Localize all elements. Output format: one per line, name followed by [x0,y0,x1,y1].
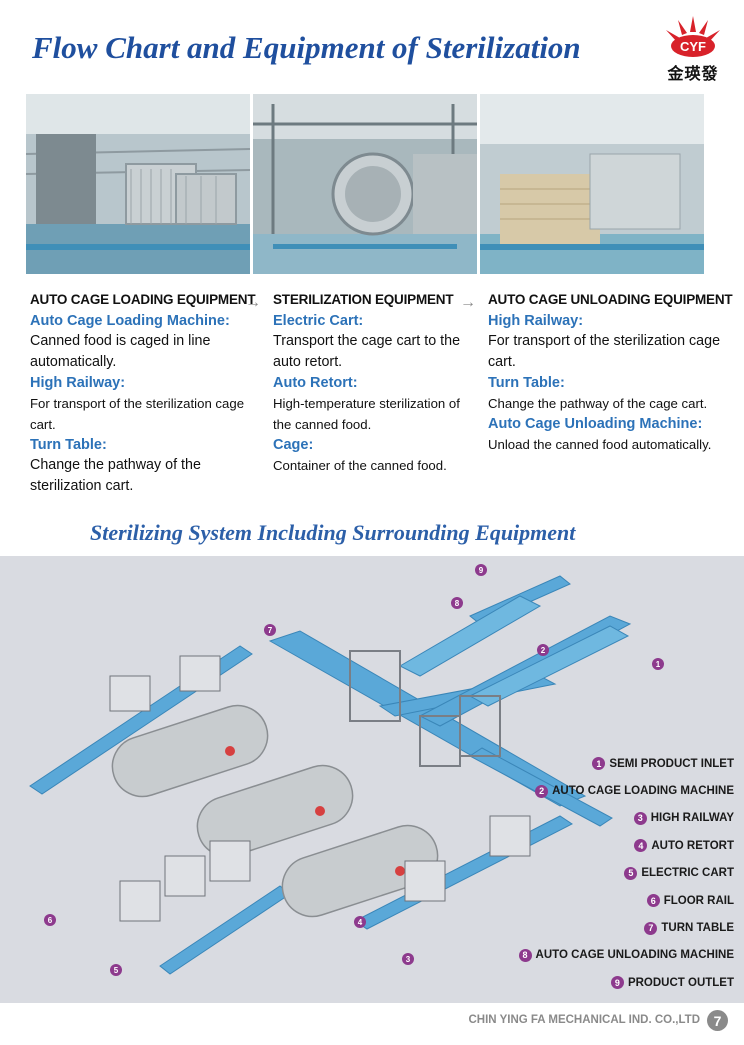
footer-company: CHIN YING FA MECHANICAL IND. CO.,LTD [468,1014,701,1026]
arrow-right-icon: → [460,294,476,311]
legend-number: 6 [646,894,660,908]
marker-6: 6 [44,914,56,926]
legend-label: ELECTRIC CART [641,867,734,880]
marker-3: 3 [402,953,414,965]
item-name: High Railway: [488,313,584,329]
item-name: Turn Table: [30,437,107,453]
item-desc: Change the pathway of the sterilization … [30,457,201,494]
item-desc: For transport of the sterilization cage … [488,333,721,370]
item-desc: Canned food is caged in line automatical… [30,333,211,370]
column-heading: AUTO CAGE UNLOADING EQUIPMENT [488,292,733,307]
legend-label: HIGH RAILWAY [650,812,734,825]
column-sterilization: STERILIZATION EQUIPMENT Electric Cart: T… [273,292,473,476]
legend-label: TURN TABLE [661,922,734,935]
system-diagram: 9 8 7 2 1 6 4 3 5 [0,556,744,1003]
logo-chinese-text: 金瑛發 [667,66,719,83]
photo-cage-loading [26,94,250,274]
marker-2: 2 [537,644,549,656]
item-desc: For transport of the sterilization cage … [30,396,245,432]
item-desc: Transport the cage cart to the auto reto… [273,333,461,370]
item-desc: Container of the canned food. [273,458,447,473]
column-cage-loading: AUTO CAGE LOADING EQUIPMENT Auto Cage Lo… [30,292,256,497]
marker-4: 4 [354,916,366,928]
marker-5: 5 [110,964,122,976]
legend-number: 9 [610,976,624,990]
legend-number: 1 [592,757,606,771]
arrow-right-icon: → [245,294,261,311]
page-title: Flow Chart and Equipment of Sterilizatio… [32,30,581,65]
logo-text: CYF [680,39,706,54]
photo-sterilization [253,94,477,274]
photo-cage-unloading [480,94,704,274]
sun-rays-icon: CYF [666,16,720,57]
legend-label: FLOOR RAIL [663,894,734,907]
item-name: Electric Cart: [273,313,364,329]
item-name: High Railway: [30,375,126,391]
legend-label: AUTO RETORT [651,839,734,852]
page-number: 7 [707,1010,728,1031]
item-name: Auto Retort: [273,375,358,391]
legend-label: PRODUCT OUTLET [627,976,734,989]
legend-label: SEMI PRODUCT INLET [609,757,734,770]
legend-number: 5 [624,866,638,880]
company-logo: CYF 金瑛發 [660,14,726,83]
legend-label: AUTO CAGE LOADING MACHINE [552,785,734,798]
item-name: Auto Cage Unloading Machine: [488,416,703,432]
section-title: Sterilizing System Including Surrounding… [90,520,576,545]
marker-1: 1 [652,658,664,670]
item-name: Turn Table: [488,375,565,391]
marker-7: 7 [264,624,276,636]
column-heading: STERILIZATION EQUIPMENT [273,292,454,307]
item-name: Cage: [273,437,314,453]
marker-9: 9 [475,564,487,576]
marker-8: 8 [451,597,463,609]
legend-number: 7 [644,921,658,935]
legend-label: AUTO CAGE UNLOADING MACHINE [535,949,734,962]
legend-number: 3 [633,811,647,825]
item-desc: Unload the canned food automatically. [488,437,712,452]
system-illustration [29,575,632,975]
item-desc: Change the pathway of the cage cart. [488,396,708,411]
column-heading: AUTO CAGE LOADING EQUIPMENT [30,292,256,307]
legend-number: 2 [535,784,549,798]
item-desc: High-temperature sterilization of the ca… [273,396,460,432]
legend-number: 8 [518,948,532,962]
legend-number: 4 [634,839,648,853]
column-cage-unloading: AUTO CAGE UNLOADING EQUIPMENT High Railw… [488,292,733,455]
item-name: Auto Cage Loading Machine: [30,313,230,329]
